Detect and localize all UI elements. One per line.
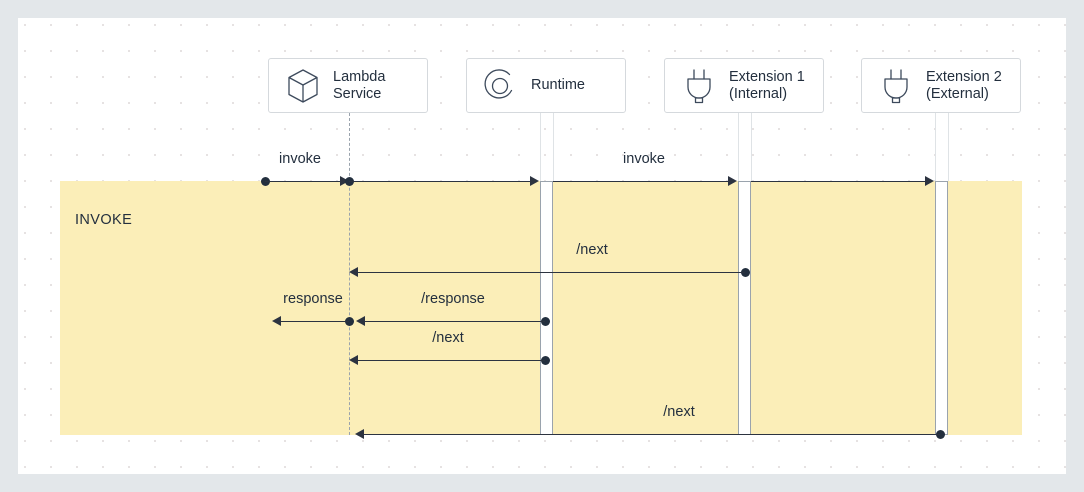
message-line-response-out xyxy=(281,321,349,322)
activation-bar-extension-1 xyxy=(738,181,751,435)
participant-label-lambda-service: Lambda Service xyxy=(333,68,386,102)
message-label-next-runtime: /next xyxy=(432,330,464,346)
cube-icon xyxy=(283,66,323,106)
message-arrowhead-next-ext2 xyxy=(355,429,364,439)
lifeline-extension-1 xyxy=(738,113,739,181)
message-label-invoke-external: invoke xyxy=(279,151,321,167)
plug-icon xyxy=(679,66,719,106)
message-arrowhead-response-out xyxy=(272,316,281,326)
message-label-next-ext1: /next xyxy=(576,242,608,258)
message-start-dot-next-ext1 xyxy=(741,268,750,277)
message-arrowhead-next-runtime xyxy=(349,355,358,365)
message-line-next-ext2 xyxy=(364,434,940,435)
participant-label-extension-1: Extension 1 (Internal) xyxy=(729,68,805,102)
lifeline-runtime-b xyxy=(553,113,554,181)
participant-label-extension-2: Extension 2 (External) xyxy=(926,68,1002,102)
participant-label-runtime: Runtime xyxy=(531,77,585,93)
message-arrowhead-next-ext1 xyxy=(349,267,358,277)
participant-lambda-service[interactable]: Lambda Service xyxy=(268,58,428,113)
message-label-next-ext2: /next xyxy=(663,404,695,420)
message-line-invoke-ext1-ext2 xyxy=(751,181,926,182)
lifeline-extension-1-b xyxy=(751,113,752,181)
message-arrowhead-invoke-external xyxy=(340,176,349,186)
message-start-dot-next-runtime xyxy=(541,356,550,365)
message-line-invoke-runtime-ext1 xyxy=(553,181,729,182)
message-arrowhead-invoke-ext1 xyxy=(728,176,737,186)
lifeline-runtime xyxy=(540,113,541,181)
participant-extension-1[interactable]: Extension 1 (Internal) xyxy=(664,58,824,113)
message-line-response-runtime xyxy=(365,321,545,322)
message-label-invoke-extensions: invoke xyxy=(623,151,665,167)
message-line-next-runtime xyxy=(358,360,545,361)
diagram-canvas: INVOKE Lambda Service xyxy=(18,18,1066,474)
activation-bar-runtime xyxy=(540,181,553,435)
message-start-dot-response-lambda xyxy=(345,317,354,326)
participant-runtime[interactable]: Runtime xyxy=(466,58,626,113)
message-arrowhead-response-runtime xyxy=(356,316,365,326)
runtime-circle-icon xyxy=(481,66,521,106)
message-line-next-ext1 xyxy=(358,272,745,273)
message-label-response-out: response xyxy=(283,291,343,307)
lifeline-extension-2-b xyxy=(948,113,949,181)
message-line-invoke-lambda-runtime xyxy=(349,181,531,182)
message-arrowhead-invoke-runtime xyxy=(530,176,539,186)
invoke-phase-label: INVOKE xyxy=(75,212,133,228)
message-arrowhead-invoke-ext2 xyxy=(925,176,934,186)
plug-icon xyxy=(876,66,916,106)
message-start-dot-next-ext2 xyxy=(936,430,945,439)
activation-bar-extension-2 xyxy=(935,181,948,435)
message-label-response-runtime: /response xyxy=(421,291,485,307)
participant-extension-2[interactable]: Extension 2 (External) xyxy=(861,58,1021,113)
lifeline-extension-2 xyxy=(935,113,936,181)
message-line-invoke-external xyxy=(265,181,341,182)
message-start-dot-response-runtime xyxy=(541,317,550,326)
